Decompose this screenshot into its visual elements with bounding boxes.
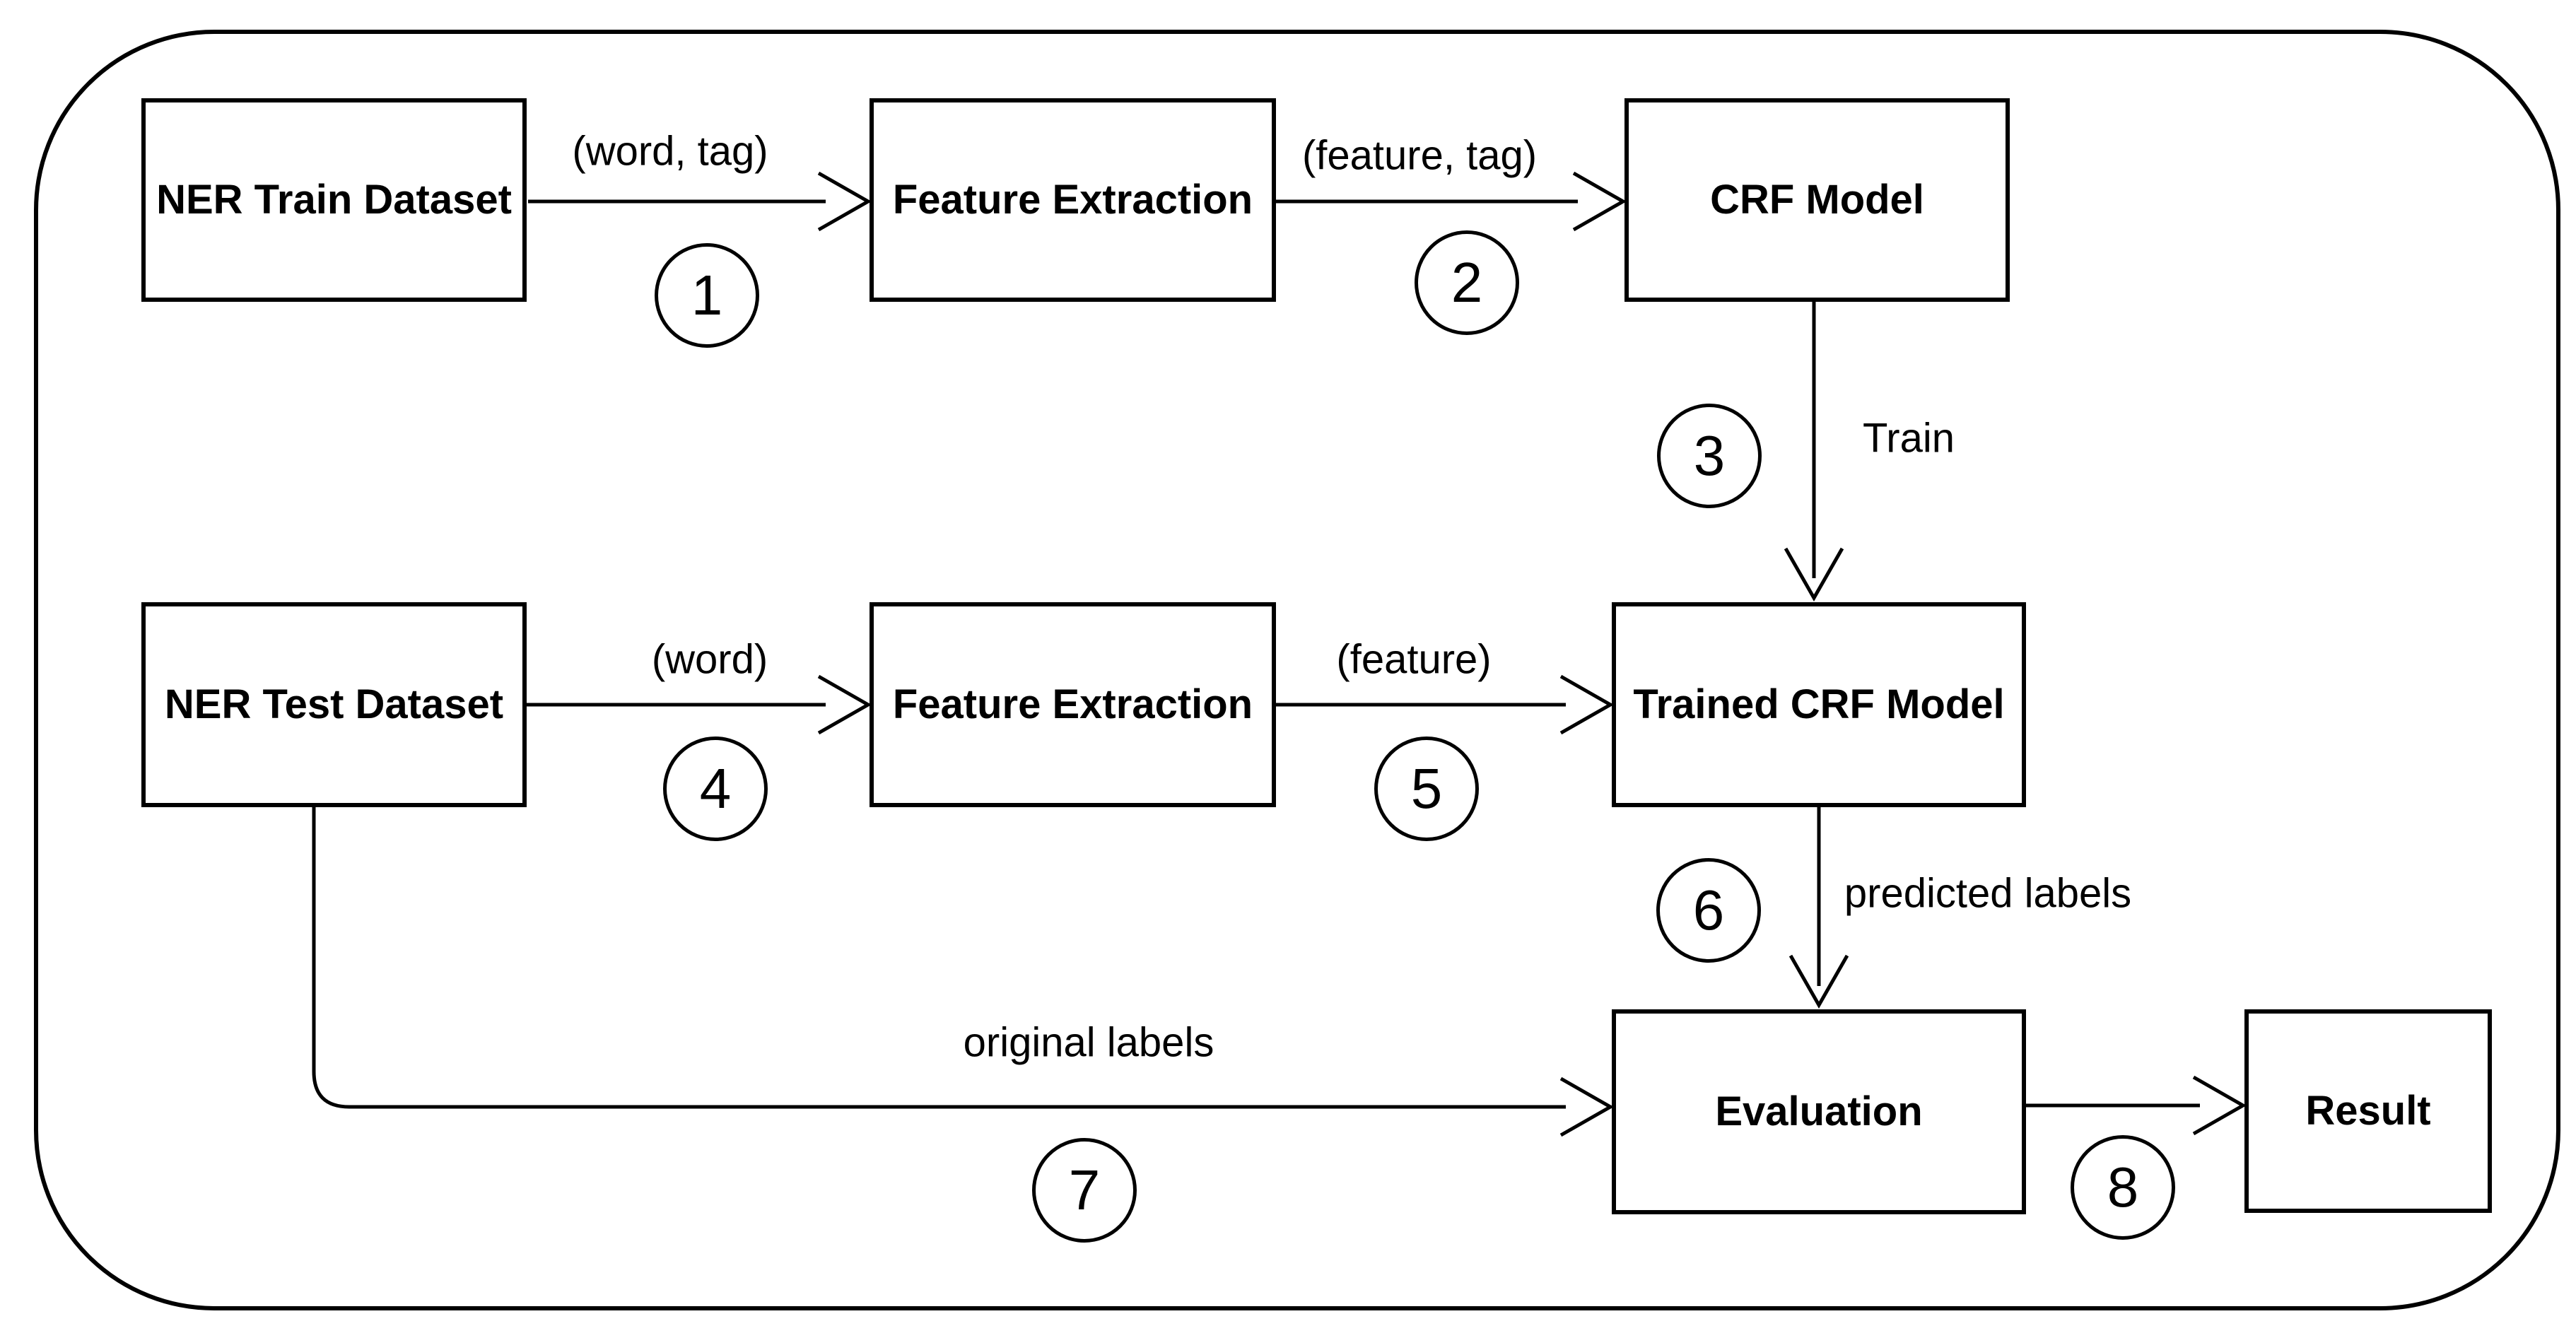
node-crf-model: CRF Model (1624, 98, 2010, 302)
node-label: NER Test Dataset (164, 681, 504, 728)
node-feature-extraction-train: Feature Extraction (870, 98, 1276, 302)
node-evaluation: Evaluation (1612, 1009, 2026, 1214)
arrowhead-icon (1784, 547, 1844, 602)
edge-label-train: Train (1863, 415, 1955, 462)
edge-label-original-labels: original labels (963, 1019, 1214, 1066)
step-badge-6: 6 (1656, 858, 1761, 963)
node-result: Result (2244, 1009, 2492, 1213)
node-label: Feature Extraction (892, 177, 1253, 223)
arrow-feature (1276, 674, 1615, 735)
arrow-original-labels (312, 807, 1615, 1137)
arrowhead-icon (2192, 1075, 2247, 1136)
step-badge-3: 3 (1657, 404, 1762, 508)
node-label: Trained CRF Model (1633, 681, 2005, 728)
step-badge-7: 7 (1032, 1138, 1137, 1243)
arrowhead-icon (1559, 674, 1615, 735)
node-label: Evaluation (1715, 1088, 1923, 1135)
arrow-shaft (312, 807, 1566, 1109)
arrow-eval-to-result (2026, 1075, 2247, 1136)
node-label: NER Train Dataset (156, 177, 512, 223)
arrow-train (1784, 302, 1844, 602)
arrow-predicted-labels (1788, 807, 1849, 1009)
edge-label-word-tag: (word, tag) (572, 128, 768, 175)
node-label: Feature Extraction (892, 681, 1253, 728)
edge-label-predicted-labels: predicted labels (1844, 870, 2132, 917)
arrowhead-icon (1572, 171, 1627, 232)
edge-label-feature-tag: (feature, tag) (1301, 132, 1538, 179)
arrowhead-icon (1559, 1076, 1615, 1137)
node-ner-train-dataset: NER Train Dataset (141, 98, 527, 302)
arrowhead-icon (817, 171, 872, 232)
step-badge-5: 5 (1374, 737, 1479, 841)
edge-label-feature: (feature) (1336, 636, 1492, 683)
arrow-feature-tag (1276, 171, 1627, 232)
step-badge-4: 4 (663, 737, 768, 841)
node-trained-crf-model: Trained CRF Model (1612, 602, 2026, 807)
step-badge-2: 2 (1415, 230, 1519, 335)
arrow-word (527, 674, 872, 735)
arrowhead-icon (817, 674, 872, 735)
arrowhead-icon (1788, 954, 1849, 1009)
arrow-word-tag (528, 171, 872, 232)
step-badge-1: 1 (655, 243, 759, 348)
edge-label-word: (word) (651, 636, 768, 683)
step-badge-8: 8 (2071, 1135, 2175, 1240)
node-label: Result (2305, 1088, 2431, 1134)
node-ner-test-dataset: NER Test Dataset (141, 602, 527, 807)
outer-rounded-border (34, 30, 2560, 1310)
node-label: CRF Model (1710, 177, 1924, 223)
node-feature-extraction-test: Feature Extraction (870, 602, 1276, 807)
